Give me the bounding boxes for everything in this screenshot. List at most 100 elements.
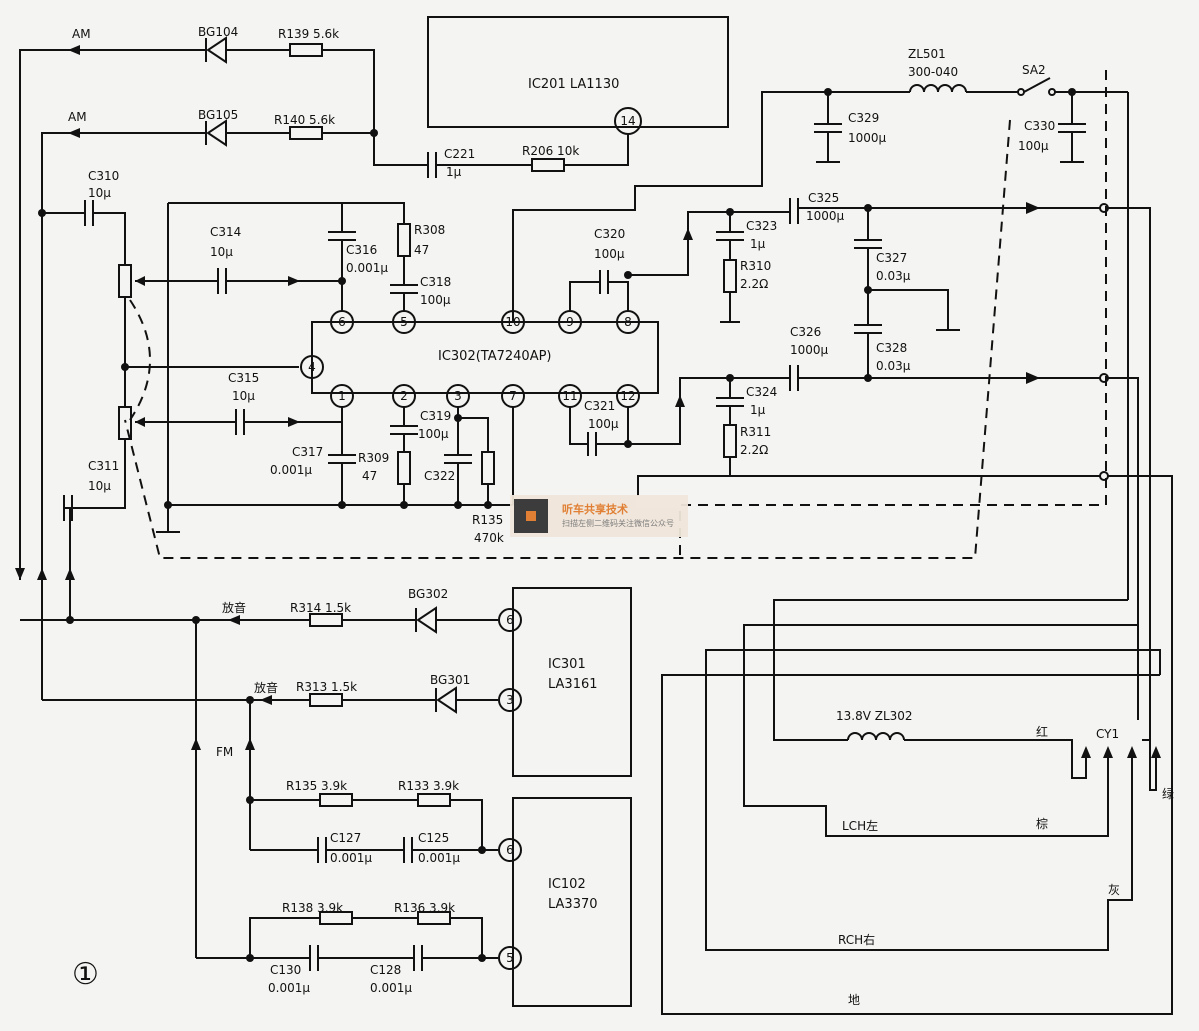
svg-text:10µ: 10µ [88, 479, 111, 493]
svg-text:10µ: 10µ [210, 245, 233, 259]
svg-text:C319: C319 [420, 409, 451, 423]
svg-text:0.001µ: 0.001µ [346, 261, 388, 275]
svg-text:C310: C310 [88, 169, 119, 183]
svg-text:6: 6 [506, 613, 514, 627]
pin-3: 3 [454, 389, 462, 403]
svg-text:0.03µ: 0.03µ [876, 359, 911, 373]
svg-text:C328: C328 [876, 341, 907, 355]
svg-text:6: 6 [506, 843, 514, 857]
svg-text:ZL501: ZL501 [908, 47, 946, 61]
svg-text:C128: C128 [370, 963, 401, 977]
pin-11: 11 [562, 389, 577, 403]
svg-text:R206 10k: R206 10k [522, 144, 579, 158]
svg-text:R138 3.9k: R138 3.9k [282, 901, 343, 915]
ic102-box [512, 797, 632, 1007]
svg-text:100µ: 100µ [420, 293, 451, 307]
svg-text:AM: AM [68, 110, 87, 124]
svg-text:14: 14 [620, 114, 635, 128]
svg-text:R309: R309 [358, 451, 389, 465]
svg-text:C311: C311 [88, 459, 119, 473]
ic201-pin-14: 14 [620, 114, 635, 128]
svg-text:棕: 棕 [1036, 816, 1048, 831]
ic302-label: IC302(TA7240AP) [438, 349, 552, 364]
component-labels: AM AM BG104 BG105 R139 5.6k R140 5.6k C2… [68, 25, 1174, 1007]
svg-text:BG302: BG302 [408, 587, 448, 601]
svg-text:C127: C127 [330, 831, 361, 845]
ic302-outline-top [311, 321, 659, 394]
svg-text:1µ: 1µ [750, 403, 766, 417]
svg-text:R311: R311 [740, 425, 771, 439]
svg-text:1µ: 1µ [446, 165, 462, 179]
ic201-label: IC201 LA1130 [528, 77, 619, 92]
svg-text:C314: C314 [210, 225, 241, 239]
pin-2: 2 [400, 389, 408, 403]
svg-text:BG301: BG301 [430, 673, 470, 687]
svg-text:100µ: 100µ [588, 417, 619, 431]
svg-text:C221: C221 [444, 147, 475, 161]
svg-text:R310: R310 [740, 259, 771, 273]
svg-text:BG105: BG105 [198, 108, 238, 122]
svg-text:0.001µ: 0.001µ [270, 463, 312, 477]
pin-1: 1 [338, 389, 346, 403]
ic301-label-a: IC301 [548, 657, 586, 672]
pin-4: 4 [308, 360, 316, 374]
ic301-box [512, 587, 632, 777]
svg-text:灰: 灰 [1108, 883, 1120, 897]
svg-text:10µ: 10µ [88, 186, 111, 200]
svg-text:地: 地 [848, 993, 860, 1007]
svg-text:1000µ: 1000µ [848, 131, 887, 145]
ic201-box [427, 16, 729, 128]
ic302-pins: 6 5 10 9 8 4 1 2 3 7 11 12 [300, 310, 640, 408]
svg-text:R308: R308 [414, 223, 445, 237]
qr-code-icon [514, 499, 548, 533]
pin-5: 5 [400, 315, 408, 329]
svg-text:2.2Ω: 2.2Ω [740, 443, 768, 457]
svg-text:100µ: 100µ [1018, 139, 1049, 153]
watermark-subtitle: 扫描左侧二维码关注微信公众号 [562, 519, 674, 528]
svg-text:RCH右: RCH右 [838, 932, 875, 947]
svg-text:放音: 放音 [254, 680, 278, 695]
svg-text:C324: C324 [746, 385, 777, 399]
svg-text:CY1: CY1 [1096, 727, 1119, 741]
pin-8: 8 [624, 315, 632, 329]
svg-text:0.001µ: 0.001µ [268, 981, 310, 995]
am1-line [19, 49, 200, 580]
svg-text:C321: C321 [584, 399, 615, 413]
svg-text:C322: C322 [424, 469, 455, 483]
svg-text:R135 3.9k: R135 3.9k [286, 779, 347, 793]
svg-text:R133 3.9k: R133 3.9k [398, 779, 459, 793]
pin-12: 12 [620, 389, 635, 403]
svg-text:C318: C318 [420, 275, 451, 289]
pin-7: 7 [509, 389, 517, 403]
svg-text:0.001µ: 0.001µ [330, 851, 372, 865]
svg-text:BG104: BG104 [198, 25, 238, 39]
ic102-label-a: IC102 [548, 877, 586, 892]
svg-text:AM: AM [72, 27, 91, 41]
pin-9: 9 [566, 315, 574, 329]
svg-text:C326: C326 [790, 325, 821, 339]
svg-text:红: 红 [1036, 724, 1048, 739]
svg-text:2.2Ω: 2.2Ω [740, 277, 768, 291]
svg-text:1µ: 1µ [750, 237, 766, 251]
svg-text:470k: 470k [474, 531, 504, 545]
svg-text:C315: C315 [228, 371, 259, 385]
svg-text:13.8V ZL302: 13.8V ZL302 [836, 709, 913, 723]
svg-text:C317: C317 [292, 445, 323, 459]
svg-text:C316: C316 [346, 243, 377, 257]
svg-text:C130: C130 [270, 963, 301, 977]
figure-number: ① [72, 957, 99, 992]
svg-text:LCH左: LCH左 [842, 818, 878, 833]
svg-text:放音: 放音 [222, 600, 246, 615]
svg-text:47: 47 [414, 243, 429, 257]
svg-text:R314 1.5k: R314 1.5k [290, 601, 351, 615]
svg-text:3: 3 [506, 693, 514, 707]
svg-text:10µ: 10µ [232, 389, 255, 403]
svg-text:R135: R135 [472, 513, 503, 527]
svg-text:C125: C125 [418, 831, 449, 845]
svg-text:100µ: 100µ [594, 247, 625, 261]
svg-text:R313 1.5k: R313 1.5k [296, 680, 357, 694]
svg-text:R136 3.9k: R136 3.9k [394, 901, 455, 915]
watermark-title: 听车共享技术 [562, 503, 628, 516]
